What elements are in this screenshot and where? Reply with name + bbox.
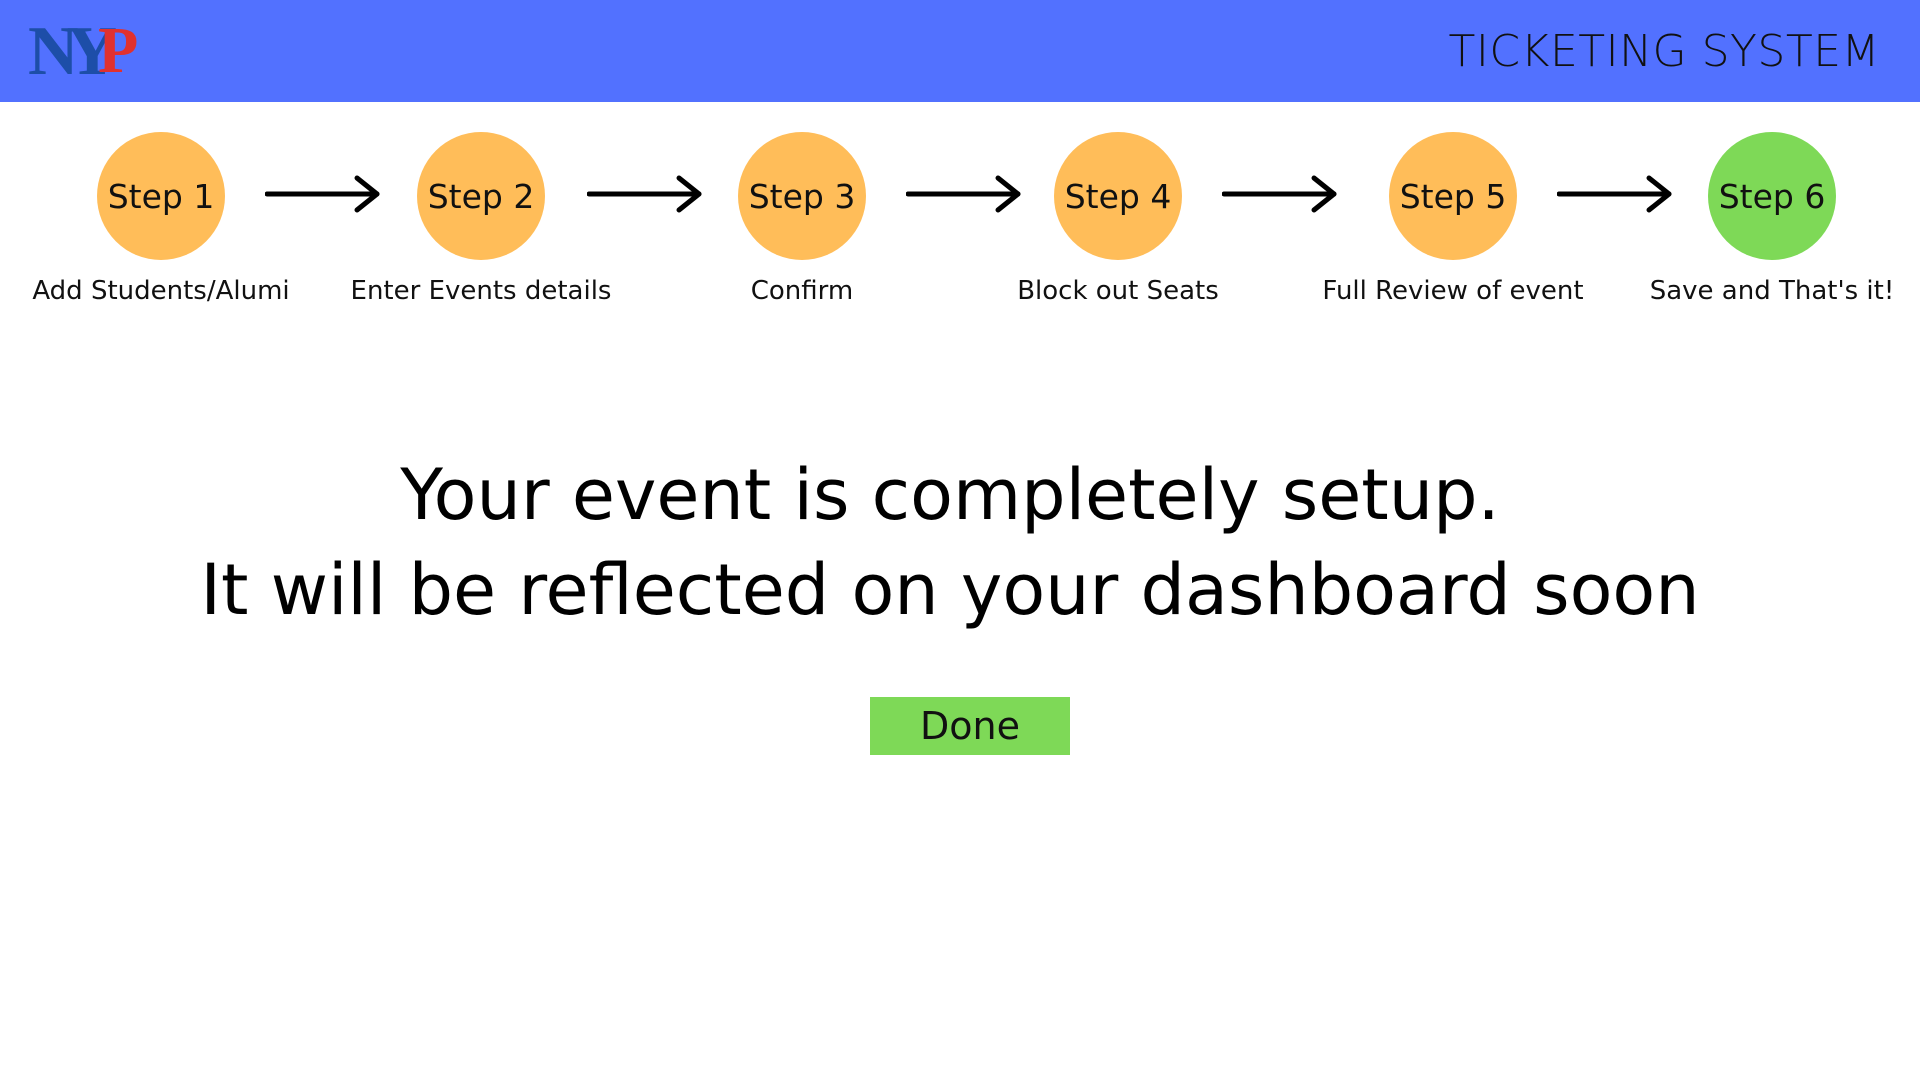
step-5: Step 5 Full Review of event [1303,132,1603,308]
app-title: TICKETING SYSTEM [1448,26,1880,77]
step-6: Step 6 Save and That's it! [1622,132,1920,308]
step-3: Step 3 Confirm [652,132,952,308]
step-4-caption: Block out Seats [1017,276,1219,306]
step-1: Step 1 Add Students/Alumi [11,132,311,308]
step-3-circle: Step 3 [738,132,866,260]
completion-message-line-2: It will be reflected on your dashboard s… [200,549,1700,631]
arrow-right-icon [1557,175,1672,213]
arrow-right-icon [265,175,380,213]
step-4-circle: Step 4 [1054,132,1182,260]
arrow-right-icon [906,175,1021,213]
step-2-circle: Step 2 [417,132,545,260]
completion-message: Your event is completely setup. It will … [0,448,1900,638]
step-1-circle: Step 1 [97,132,225,260]
step-6-caption: Save and That's it! [1649,276,1895,306]
step-2-caption: Enter Events details [350,276,612,306]
nyp-logo[interactable]: NY P [28,16,154,82]
step-2: Step 2 Enter Events details [331,132,631,308]
completion-message-line-1: Your event is completely setup. [400,454,1500,536]
done-button[interactable]: Done [870,697,1070,755]
step-1-caption: Add Students/Alumi [32,276,290,306]
step-6-circle: Step 6 [1708,132,1836,260]
arrow-right-icon [587,175,702,213]
step-5-circle: Step 5 [1389,132,1517,260]
step-5-caption: Full Review of event [1322,276,1584,306]
app-header: NY P TICKETING SYSTEM [0,0,1920,102]
arrow-right-icon [1222,175,1337,213]
svg-text:P: P [98,16,138,82]
step-3-caption: Confirm [750,276,854,306]
step-4: Step 4 Block out Seats [968,132,1268,308]
